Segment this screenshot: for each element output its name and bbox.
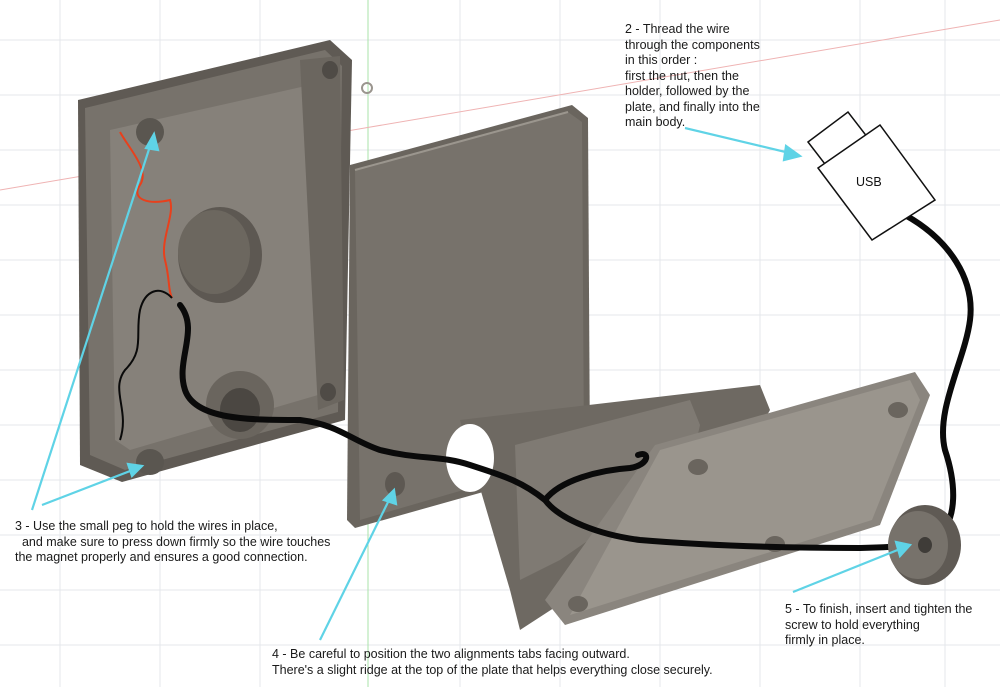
arrow-head-peg-top	[144, 131, 160, 152]
cable-loop	[542, 451, 650, 503]
usb-connector	[806, 110, 937, 242]
main-body-housing	[78, 40, 373, 482]
step-4-instructions: 4 - Be careful to position the two align…	[272, 647, 713, 677]
arrow-head-tab	[381, 487, 398, 506]
usb-label: USB	[856, 175, 882, 189]
arrow-head-screw	[894, 540, 913, 559]
arrow-head-peg-bottom	[126, 462, 145, 479]
step-2-instructions: 2 - Thread the wire through the componen…	[625, 22, 760, 129]
screw-nut	[888, 505, 961, 585]
wire-holder-bracket	[446, 372, 930, 630]
usb-cable	[177, 212, 974, 552]
plate-tab	[385, 472, 405, 496]
thin-black-wire	[118, 289, 173, 441]
callout-arrows	[30, 126, 913, 641]
small-peg-top	[136, 118, 164, 146]
small-peg-bottom	[136, 449, 164, 475]
red-wire	[119, 131, 173, 299]
step-5-instructions: 5 - To finish, insert and tighten the sc…	[785, 602, 973, 647]
step-3-instructions: 3 - Use the small peg to hold the wires …	[15, 519, 331, 564]
arrow-head-usb	[782, 144, 803, 162]
